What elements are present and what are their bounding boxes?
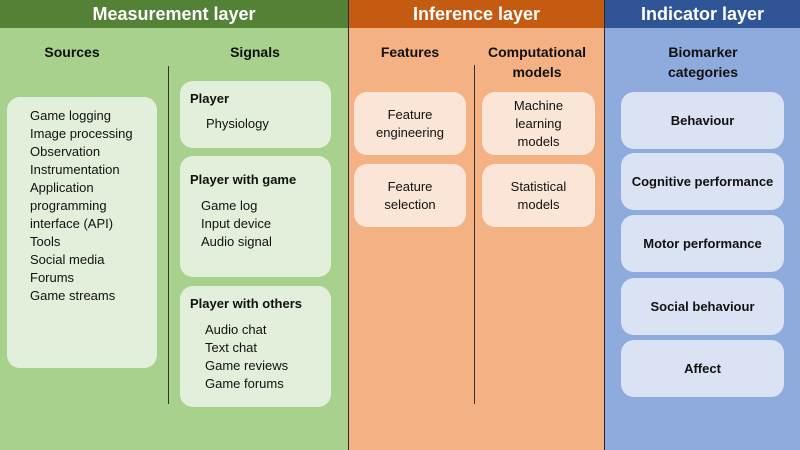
- sources-list: Game logging Image processing Observatio…: [30, 107, 157, 305]
- model-item: Statistical models: [510, 178, 567, 212]
- biomarker-category-cognitive-performance: Cognitive performance: [621, 153, 784, 210]
- biomarker-category-label: Behaviour: [670, 112, 735, 128]
- source-item: Application: [30, 180, 94, 195]
- biomarker-category-affect: Affect: [621, 340, 784, 397]
- signal-item: Text chat: [205, 340, 258, 355]
- feature-selection-box: Feature selection: [354, 164, 466, 227]
- model-item: Machine learning models: [513, 97, 564, 149]
- inference-layer-column: Inference layer Features Computational m…: [348, 0, 604, 450]
- signal-item: Game forums: [205, 376, 284, 391]
- source-item: programming: [30, 198, 107, 213]
- machine-learning-models-box: Machine learning models: [482, 92, 595, 155]
- indicator-layer-header: Indicator layer: [605, 0, 800, 28]
- signal-item: Audio signal: [201, 234, 272, 249]
- feature-item: Feature selection: [384, 178, 436, 212]
- measurement-layer-body: Sources Signals Game logging Image proce…: [0, 28, 348, 450]
- measurement-layer-column: Measurement layer Sources Signals Game l…: [0, 0, 348, 450]
- biomarker-category-motor-performance: Motor performance: [621, 215, 784, 272]
- biomarker-category-behaviour: Behaviour: [621, 92, 784, 149]
- source-item: Tools: [30, 234, 61, 249]
- signal-group-player-with-game: Player with game Game log Input device A…: [180, 156, 331, 277]
- signals-title: Signals: [230, 44, 280, 60]
- sources-title: Sources: [44, 44, 100, 60]
- source-item: Forums: [30, 270, 75, 285]
- inference-layer-header: Inference layer: [349, 0, 604, 28]
- inference-divider: [474, 65, 475, 404]
- signal-group-title: Player with others: [190, 296, 302, 311]
- biomarker-category-label: Affect: [684, 360, 721, 376]
- feature-engineering-box: Feature engineering: [354, 92, 466, 155]
- source-item: Game logging: [30, 108, 111, 123]
- signal-group-title: Player: [190, 91, 230, 106]
- indicator-layer-column: Indicator layer Biomarker categories Beh…: [604, 0, 800, 450]
- signal-item: Input device: [201, 216, 272, 231]
- signal-group-player-with-others: Player with others Audio chat Text chat …: [180, 286, 331, 407]
- source-item: Observation: [30, 144, 101, 159]
- measurement-layer-header: Measurement layer: [0, 0, 348, 28]
- indicator-layer-body: Biomarker categories Behaviour Cognitive…: [605, 28, 800, 450]
- biomarker-category-social-behaviour: Social behaviour: [621, 278, 784, 335]
- sources-box: Game logging Image processing Observatio…: [7, 97, 157, 368]
- signal-item: Game reviews: [205, 358, 289, 373]
- feature-item: Feature engineering: [376, 106, 444, 140]
- computational-models-title: Computational models: [488, 44, 586, 80]
- biomarker-category-label: Cognitive performance: [631, 173, 774, 189]
- signal-list: Audio chat Text chat Game reviews Game f…: [190, 321, 331, 393]
- biomarker-category-label: Social behaviour: [650, 298, 755, 314]
- signal-item: Game log: [201, 198, 258, 213]
- measurement-divider: [168, 66, 169, 404]
- statistical-models-box: Statistical models: [482, 164, 595, 227]
- biomarker-category-label: Motor performance: [643, 235, 762, 251]
- biomarker-categories-title: Biomarker categories: [667, 44, 739, 80]
- signal-item: Audio chat: [205, 322, 267, 337]
- source-item: Image processing: [30, 126, 133, 141]
- source-item: interface (API): [30, 216, 114, 231]
- signal-group-player: Player Physiology: [180, 81, 331, 148]
- source-item: Social media: [30, 252, 105, 267]
- signal-group-title: Player with game: [190, 172, 297, 187]
- source-item: Instrumentation: [30, 162, 120, 177]
- inference-layer-body: Features Computational models Feature en…: [349, 28, 604, 450]
- signal-list: Game log Input device Audio signal: [190, 197, 331, 251]
- features-title: Features: [380, 44, 440, 60]
- source-item: Game streams: [30, 288, 116, 303]
- signal-item: Physiology: [206, 116, 269, 131]
- signal-list: Physiology: [190, 115, 331, 133]
